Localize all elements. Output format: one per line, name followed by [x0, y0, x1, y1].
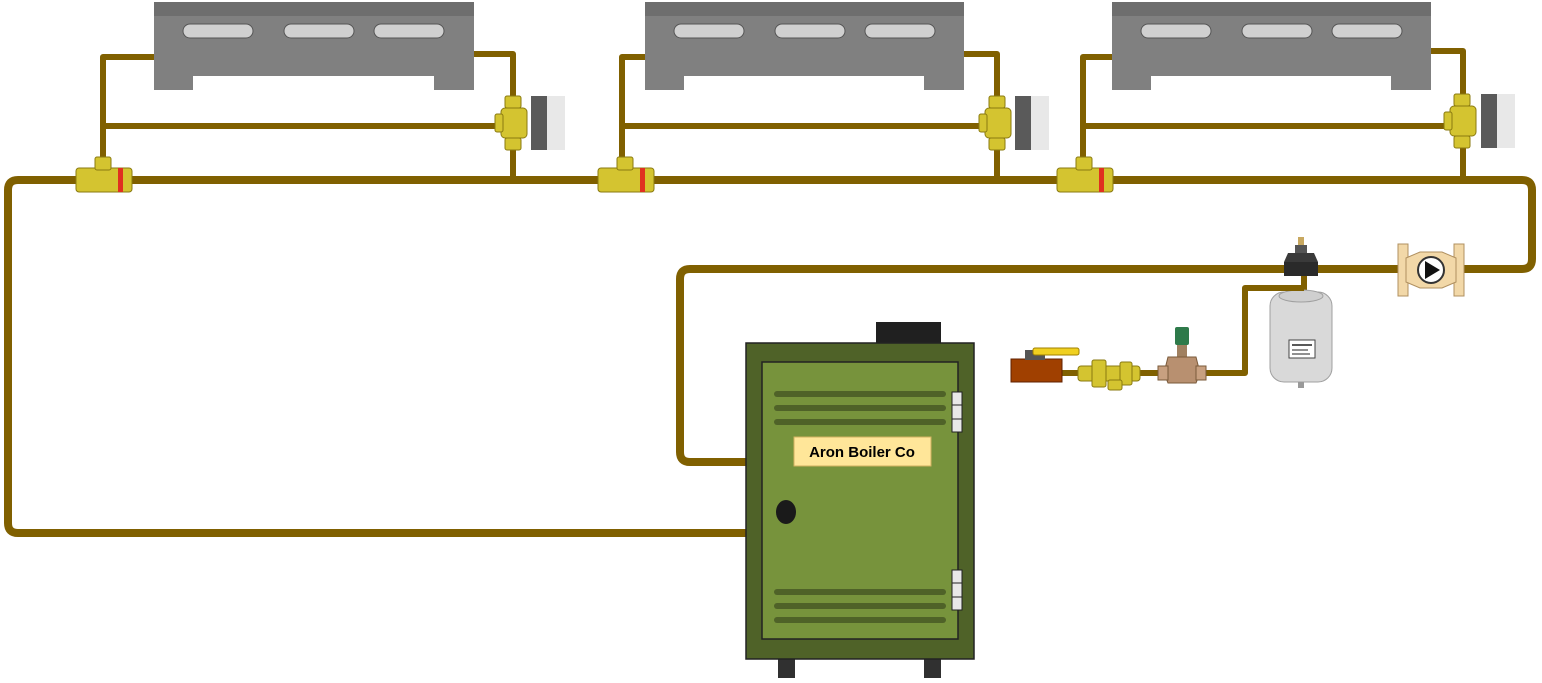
boiler-leg-left — [778, 658, 795, 678]
circulator-pump — [1397, 243, 1465, 297]
boiler-top-louvers — [774, 391, 946, 425]
makeup-water-line — [1062, 285, 1304, 376]
boiler: Aron Boiler Co — [745, 322, 975, 678]
boiler-flue-collar — [876, 322, 941, 343]
zone-valve-actuator — [494, 95, 565, 151]
zone-2-supply-riser — [619, 54, 647, 170]
flow-direction-arrow-icon — [1425, 261, 1440, 279]
baseboard-radiator — [645, 2, 964, 90]
supply-return-main-loop — [4, 176, 1536, 537]
boiler-bottom-louvers — [774, 589, 946, 623]
zone-1-supply-riser — [100, 54, 156, 170]
baseboard-radiator — [154, 2, 474, 90]
diverter-tee — [1056, 156, 1114, 193]
zone-2 — [597, 2, 1049, 193]
boiler-leg-right — [924, 658, 941, 678]
zone-3-supply-riser — [1080, 54, 1114, 170]
air-separator-vent — [1284, 237, 1318, 276]
diverter-tee — [75, 156, 133, 193]
diverter-tee — [597, 156, 655, 193]
hinge-bottom-icon — [951, 569, 963, 611]
backflow-preventer — [1077, 359, 1141, 391]
hinge-top-icon — [951, 391, 963, 433]
zone-3 — [1056, 2, 1515, 193]
zone-valve-actuator — [978, 95, 1049, 151]
zone-valve-actuator — [1443, 93, 1515, 149]
boiler-label: Aron Boiler Co — [809, 444, 915, 461]
boiler-door — [761, 361, 959, 640]
baseboard-radiator — [1112, 2, 1431, 90]
ball-valve — [1010, 347, 1080, 383]
pressure-reducing-valve — [1157, 327, 1207, 384]
boiler-nameplate — [793, 436, 932, 467]
door-knob-icon — [776, 500, 796, 524]
expansion-tank — [1269, 289, 1333, 388]
zone-1 — [75, 2, 565, 193]
